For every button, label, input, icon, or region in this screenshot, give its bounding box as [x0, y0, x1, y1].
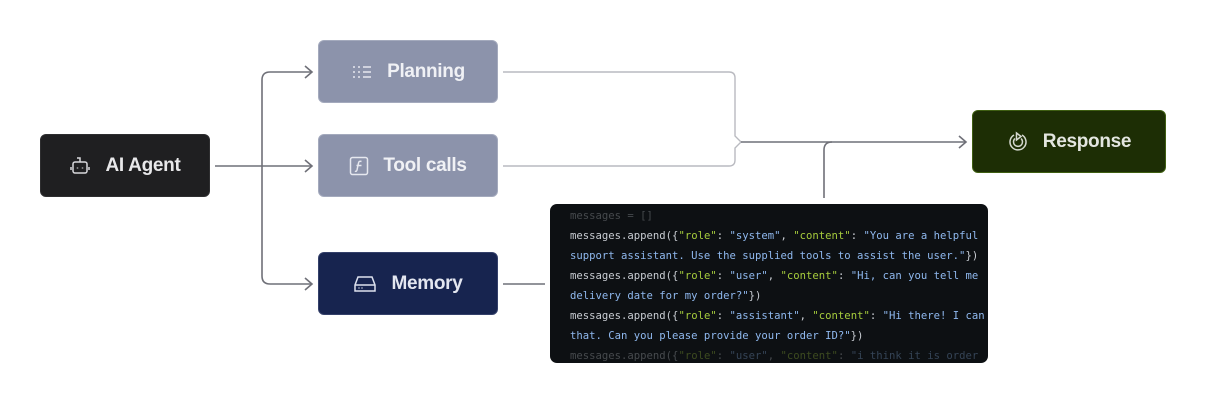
- code-text: :: [716, 230, 730, 242]
- memory-label: Memory: [391, 272, 463, 294]
- code-text: :: [716, 350, 730, 362]
- code-string: "Hi there! I can: [882, 310, 985, 322]
- code-text: :: [850, 230, 864, 242]
- code-string: support assistant. Use the supplied tool…: [570, 250, 966, 262]
- code-text: :: [716, 310, 730, 322]
- code-string: delivery date for my order?": [570, 290, 749, 302]
- planning-label: Planning: [387, 60, 465, 82]
- arrowhead-planning: [304, 65, 314, 79]
- memory-node[interactable]: Memory: [318, 252, 498, 315]
- code-key: "role": [678, 310, 717, 322]
- code-key: "content": [793, 230, 851, 242]
- code-text: messages.append({: [570, 350, 679, 362]
- code-text: ,: [767, 350, 781, 362]
- code-string: "user": [729, 350, 768, 362]
- code-text: messages.append({: [570, 270, 679, 282]
- response-label: Response: [1042, 130, 1132, 152]
- code-string: "You are a helpful: [863, 230, 979, 242]
- code-line: messages.append({"role": "system", "cont…: [570, 226, 988, 246]
- list-icon: [353, 65, 372, 78]
- code-text: :: [837, 270, 851, 282]
- connector-branch-to-memory: [261, 166, 312, 285]
- messages-code-block: messages = []messages.append({"role": "s…: [550, 204, 988, 363]
- code-text: messages = []: [570, 210, 653, 222]
- robot-icon: [70, 156, 91, 174]
- code-string: "i think it is order: [850, 350, 979, 362]
- code-text: :: [837, 350, 851, 362]
- tool-calls-label: Tool calls: [383, 154, 467, 176]
- ai-agent-node[interactable]: AI Agent: [40, 134, 210, 197]
- connector-tools-to-merge: [503, 141, 742, 167]
- arrowhead-response: [958, 135, 968, 149]
- code-text: }): [965, 250, 979, 262]
- code-string: "assistant": [729, 310, 800, 322]
- code-text: messages.append({: [570, 230, 679, 242]
- code-string: "Hi, can you tell me: [850, 270, 979, 282]
- connector-planning-to-merge: [503, 71, 742, 143]
- connector-branch-to-planning: [261, 71, 312, 166]
- code-string: "system": [729, 230, 781, 242]
- code-line: messages = []: [570, 206, 988, 226]
- code-string: that. Can you please provide your order …: [570, 330, 851, 342]
- code-text: :: [869, 310, 883, 322]
- response-play-icon: [1009, 130, 1027, 151]
- code-text: messages.append({: [570, 310, 679, 322]
- tool-calls-node[interactable]: Tool calls: [318, 134, 498, 197]
- code-key: "role": [678, 350, 717, 362]
- code-text: :: [716, 270, 730, 282]
- code-key: "content": [780, 270, 838, 282]
- code-line: messages.append({"role": "user", "conten…: [570, 346, 988, 363]
- code-line: support assistant. Use the supplied tool…: [570, 246, 988, 266]
- planning-node[interactable]: Planning: [318, 40, 498, 103]
- code-string: "user": [729, 270, 768, 282]
- code-key: "role": [678, 270, 717, 282]
- code-key: "role": [678, 230, 717, 242]
- code-line: messages.append({"role": "user", "conten…: [570, 266, 988, 286]
- ai-agent-label: AI Agent: [105, 154, 181, 176]
- response-node[interactable]: Response: [972, 110, 1166, 173]
- code-text: ,: [767, 270, 781, 282]
- connector-code-to-response: [823, 141, 833, 198]
- code-text: }): [850, 330, 864, 342]
- arrowhead-memory: [304, 277, 314, 291]
- agent-branch-connectors: [215, 65, 314, 291]
- code-text: ,: [799, 310, 813, 322]
- code-line: delivery date for my order?"}): [570, 286, 988, 306]
- code-line: messages.append({"role": "assistant", "c…: [570, 306, 988, 326]
- code-text: ,: [780, 230, 794, 242]
- code-text: }): [748, 290, 762, 302]
- code-key: "content": [812, 310, 870, 322]
- code-line: that. Can you please provide your order …: [570, 326, 988, 346]
- function-icon: [350, 156, 369, 175]
- code-key: "content": [780, 350, 838, 362]
- arrowhead-tools: [304, 159, 314, 173]
- hard-drive-icon: [354, 275, 377, 292]
